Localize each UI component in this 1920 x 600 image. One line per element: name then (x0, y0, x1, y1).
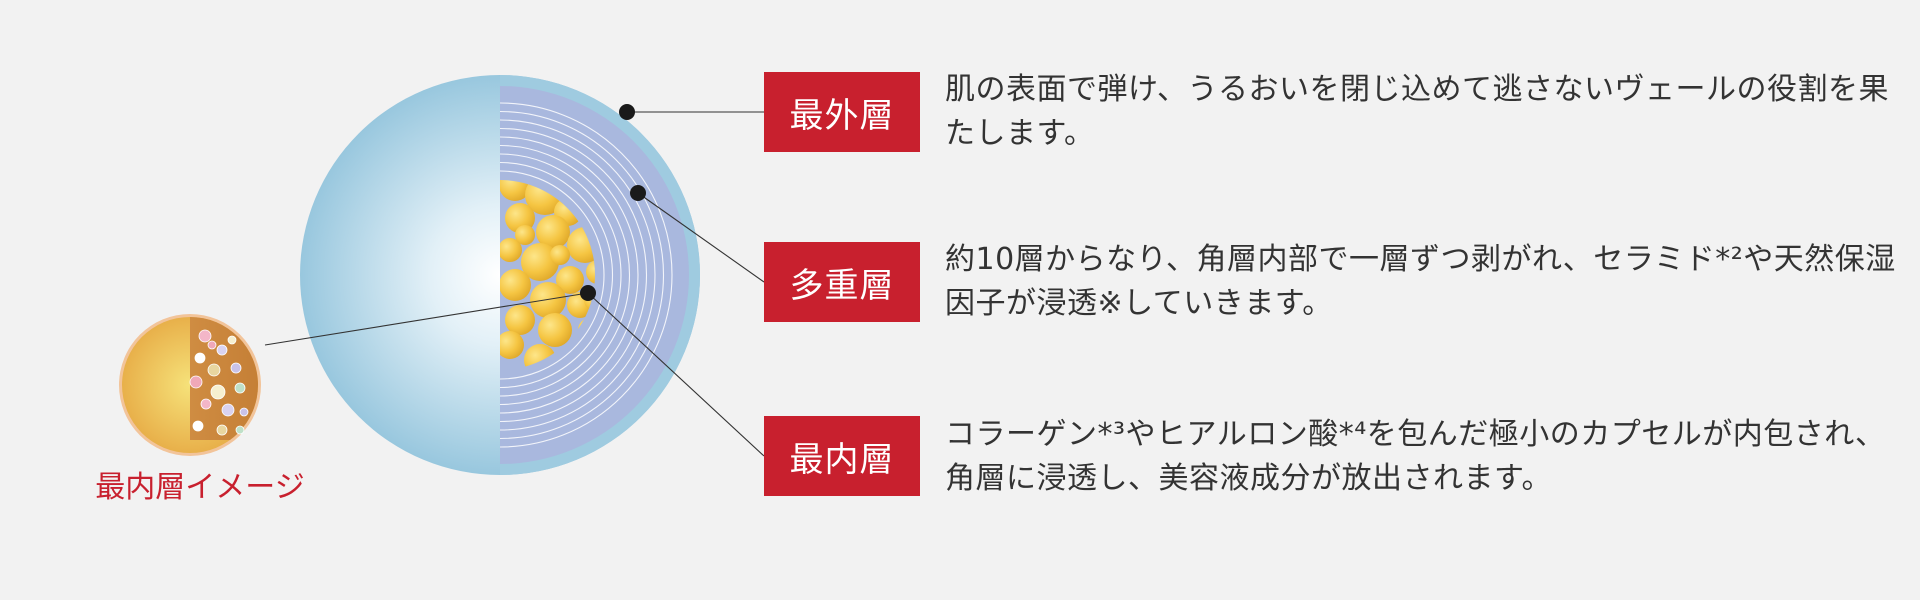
capsule-particle (538, 313, 572, 347)
membrane-ring (500, 110, 665, 440)
capsule-particle (521, 243, 559, 281)
membrane-ring (500, 127, 648, 423)
membrane-ring (500, 102, 673, 448)
capsule-particle (500, 331, 524, 359)
micro-capsule-bead (227, 335, 237, 345)
micro-capsule-bead (200, 398, 212, 410)
inner-layer-description: コラーゲン*³やヒアルロン酸*⁴を包んだ極小のカプセルが内包され、角層に浸透し、… (945, 417, 1886, 496)
capsule-particle (530, 282, 566, 318)
capsule-cross-section (500, 75, 700, 475)
leader-dot-middle (630, 185, 646, 201)
micro-capsule-bead (194, 352, 206, 364)
membrane-ring (500, 161, 614, 389)
capsule-particle (556, 266, 584, 294)
membrane-ring (500, 144, 631, 406)
inner-layer-image-caption: 最内層イメージ (95, 470, 305, 505)
leader-dot-inner (580, 285, 596, 301)
leader-lines (264, 111, 765, 457)
capsule-particle (500, 180, 531, 201)
capsule-particle (500, 238, 522, 262)
capsule-particle (505, 305, 535, 335)
leader-dot-outer (619, 104, 635, 120)
capsule-particle (586, 260, 595, 284)
outer-layer-tag: 最外層 (764, 72, 920, 152)
micro-capsule-bead (207, 340, 217, 350)
large-capsule-sphere (300, 75, 700, 475)
micro-capsule-bead (210, 384, 226, 400)
micro-capsule-bead (216, 344, 228, 356)
inner-layer-sphere-icon (119, 314, 261, 456)
capsule-particle (550, 245, 570, 265)
membrane-ring (500, 153, 622, 397)
micro-capsule-bead (198, 329, 212, 343)
middle-layer-tag: 多重層 (764, 242, 920, 322)
micro-capsule-bead (235, 425, 245, 435)
membrane-ring (500, 170, 605, 380)
micro-capsule-bead (216, 424, 228, 436)
inner-layer-tag: 最内層 (764, 416, 920, 496)
micro-capsule-bead (230, 362, 242, 374)
outer-layer-description: 肌の表面で弾け、うるおいを閉じ込めて逃さないヴェールの役割を果たします。 (945, 72, 1889, 151)
membrane-ring (500, 119, 656, 431)
capsule-particle (536, 215, 570, 249)
membrane-ring (500, 136, 639, 414)
micro-capsule-bead (221, 403, 235, 417)
capsule-particle (500, 269, 531, 301)
micro-capsule-bead (192, 420, 204, 432)
micro-capsule-bead (207, 363, 221, 377)
middle-layer-description: 約10層からなり、角層内部で一層ずつ剥がれ、セラミド*²や天然保湿因子が浸透※し… (945, 242, 1896, 321)
micro-capsule-bead (239, 407, 249, 417)
micro-capsule-bead (189, 375, 203, 389)
micro-capsule-bead (234, 382, 246, 394)
capsule-particle (515, 225, 535, 245)
